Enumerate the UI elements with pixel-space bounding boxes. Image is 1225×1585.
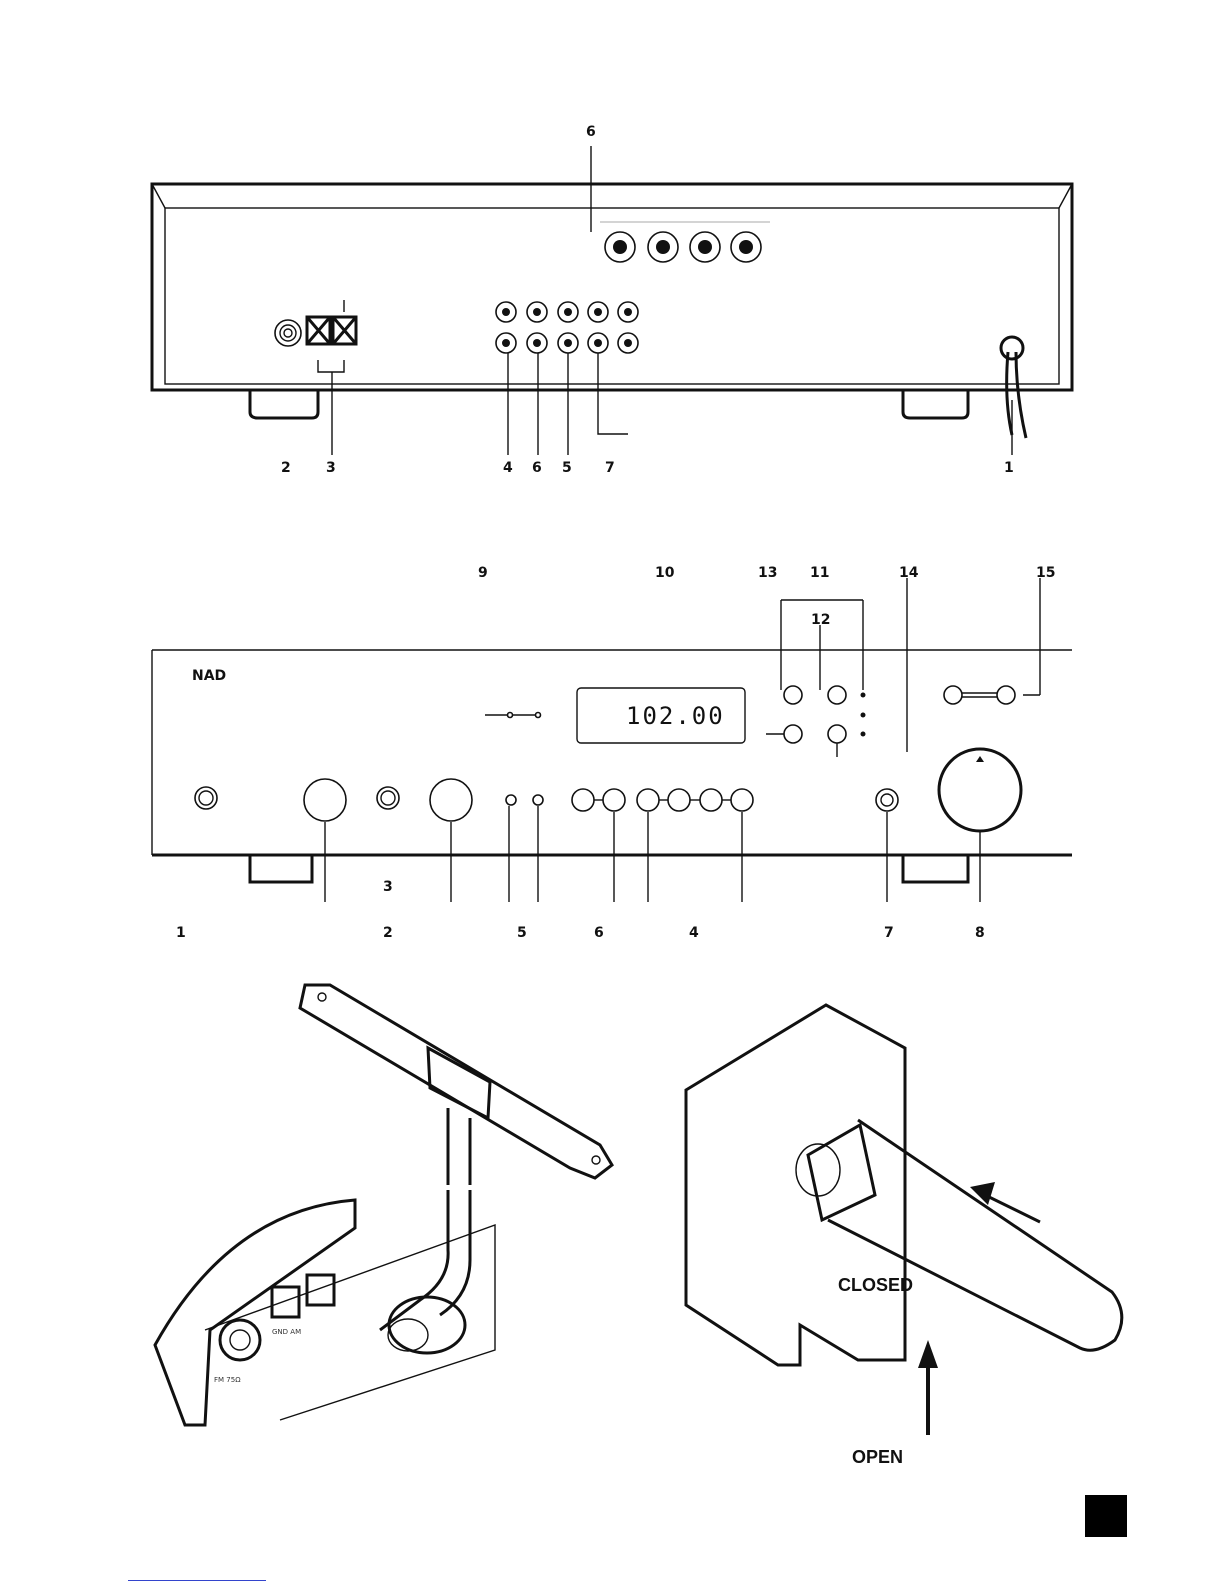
memory-button[interactable] bbox=[784, 725, 802, 743]
callout-rear-6: 6 bbox=[532, 460, 542, 476]
speaker-terminals bbox=[600, 222, 770, 262]
speaker-a-button[interactable] bbox=[944, 686, 962, 704]
input-button-5[interactable] bbox=[700, 789, 722, 811]
tune-button[interactable] bbox=[828, 725, 846, 743]
input-button-6[interactable] bbox=[731, 789, 753, 811]
page-marker-block bbox=[1085, 1495, 1127, 1537]
rear-panel-diagram: 6 1 2 3 4 6 5 7 bbox=[152, 124, 1072, 476]
frequency-readout: 102.00 bbox=[626, 702, 725, 730]
speaker-b-button[interactable] bbox=[997, 686, 1015, 704]
stripped-wire-end bbox=[808, 1125, 875, 1220]
rca-inputs bbox=[496, 302, 638, 353]
rear-foot-left bbox=[250, 390, 318, 418]
fm-jack bbox=[220, 1320, 260, 1360]
callout-front-4: 4 bbox=[689, 925, 699, 941]
indicator-led-2 bbox=[533, 795, 543, 805]
input-selector-buttons bbox=[572, 789, 753, 811]
indicator-led-1 bbox=[506, 795, 516, 805]
input-button-1[interactable] bbox=[572, 789, 594, 811]
am-jack-label: GND AM bbox=[272, 1328, 301, 1336]
rear-chassis-outline bbox=[152, 184, 1072, 390]
callout-front-1: 1 bbox=[176, 925, 186, 941]
callout-front-12: 12 bbox=[811, 612, 830, 628]
callout-front-13: 13 bbox=[758, 565, 777, 581]
callout-front-7: 7 bbox=[884, 925, 894, 941]
callout-rear-6-top: 6 bbox=[586, 124, 596, 140]
closed-label: CLOSED bbox=[838, 1275, 913, 1295]
callout-front-2: 2 bbox=[383, 925, 393, 941]
callout-rear-7: 7 bbox=[605, 460, 615, 476]
callout-front-15: 15 bbox=[1036, 565, 1055, 581]
callout-front-11: 11 bbox=[810, 565, 829, 581]
open-label: OPEN bbox=[852, 1447, 903, 1467]
footer-link-underline bbox=[128, 1580, 266, 1581]
front-panel-diagram: NAD 102.00 bbox=[152, 565, 1072, 941]
treble-knob[interactable] bbox=[430, 779, 472, 821]
callout-front-3: 3 bbox=[383, 879, 393, 895]
headphone-jack[interactable] bbox=[876, 789, 898, 811]
speaker-terminal-figure: CLOSED OPEN bbox=[686, 1005, 1122, 1467]
callout-front-5: 5 bbox=[517, 925, 527, 941]
callout-front-10: 10 bbox=[655, 565, 675, 581]
fm-jack-label: FM 75Ω bbox=[214, 1376, 241, 1384]
input-button-3[interactable] bbox=[637, 789, 659, 811]
callout-rear-3: 3 bbox=[326, 460, 336, 476]
callout-rear-2: 2 bbox=[281, 460, 291, 476]
callout-front-8: 8 bbox=[975, 925, 985, 941]
callout-rear-5: 5 bbox=[562, 460, 572, 476]
rear-antenna-terminals bbox=[275, 300, 356, 372]
front-foot-right bbox=[903, 855, 968, 882]
bass-knob[interactable] bbox=[304, 779, 346, 821]
input-button-4[interactable] bbox=[668, 789, 690, 811]
input-button-2[interactable] bbox=[603, 789, 625, 811]
front-foot-left bbox=[250, 855, 312, 882]
tone-defeat-button[interactable] bbox=[377, 787, 399, 809]
antenna-plug bbox=[389, 1297, 465, 1353]
callout-rear-1: 1 bbox=[1004, 460, 1014, 476]
mode-button[interactable] bbox=[828, 686, 846, 704]
rear-foot-right bbox=[903, 390, 968, 418]
callout-rear-4: 4 bbox=[503, 460, 513, 476]
power-cord bbox=[1001, 337, 1026, 438]
preset-button[interactable] bbox=[784, 686, 802, 704]
fm-antenna-connection-figure: FM 75Ω GND AM bbox=[155, 985, 612, 1425]
callout-front-9: 9 bbox=[478, 565, 488, 581]
callout-front-6: 6 bbox=[594, 925, 604, 941]
callout-front-14: 14 bbox=[899, 565, 919, 581]
dipole-antenna bbox=[300, 985, 612, 1178]
speaker-wire bbox=[828, 1120, 1122, 1350]
brand-logo: NAD bbox=[192, 668, 226, 684]
